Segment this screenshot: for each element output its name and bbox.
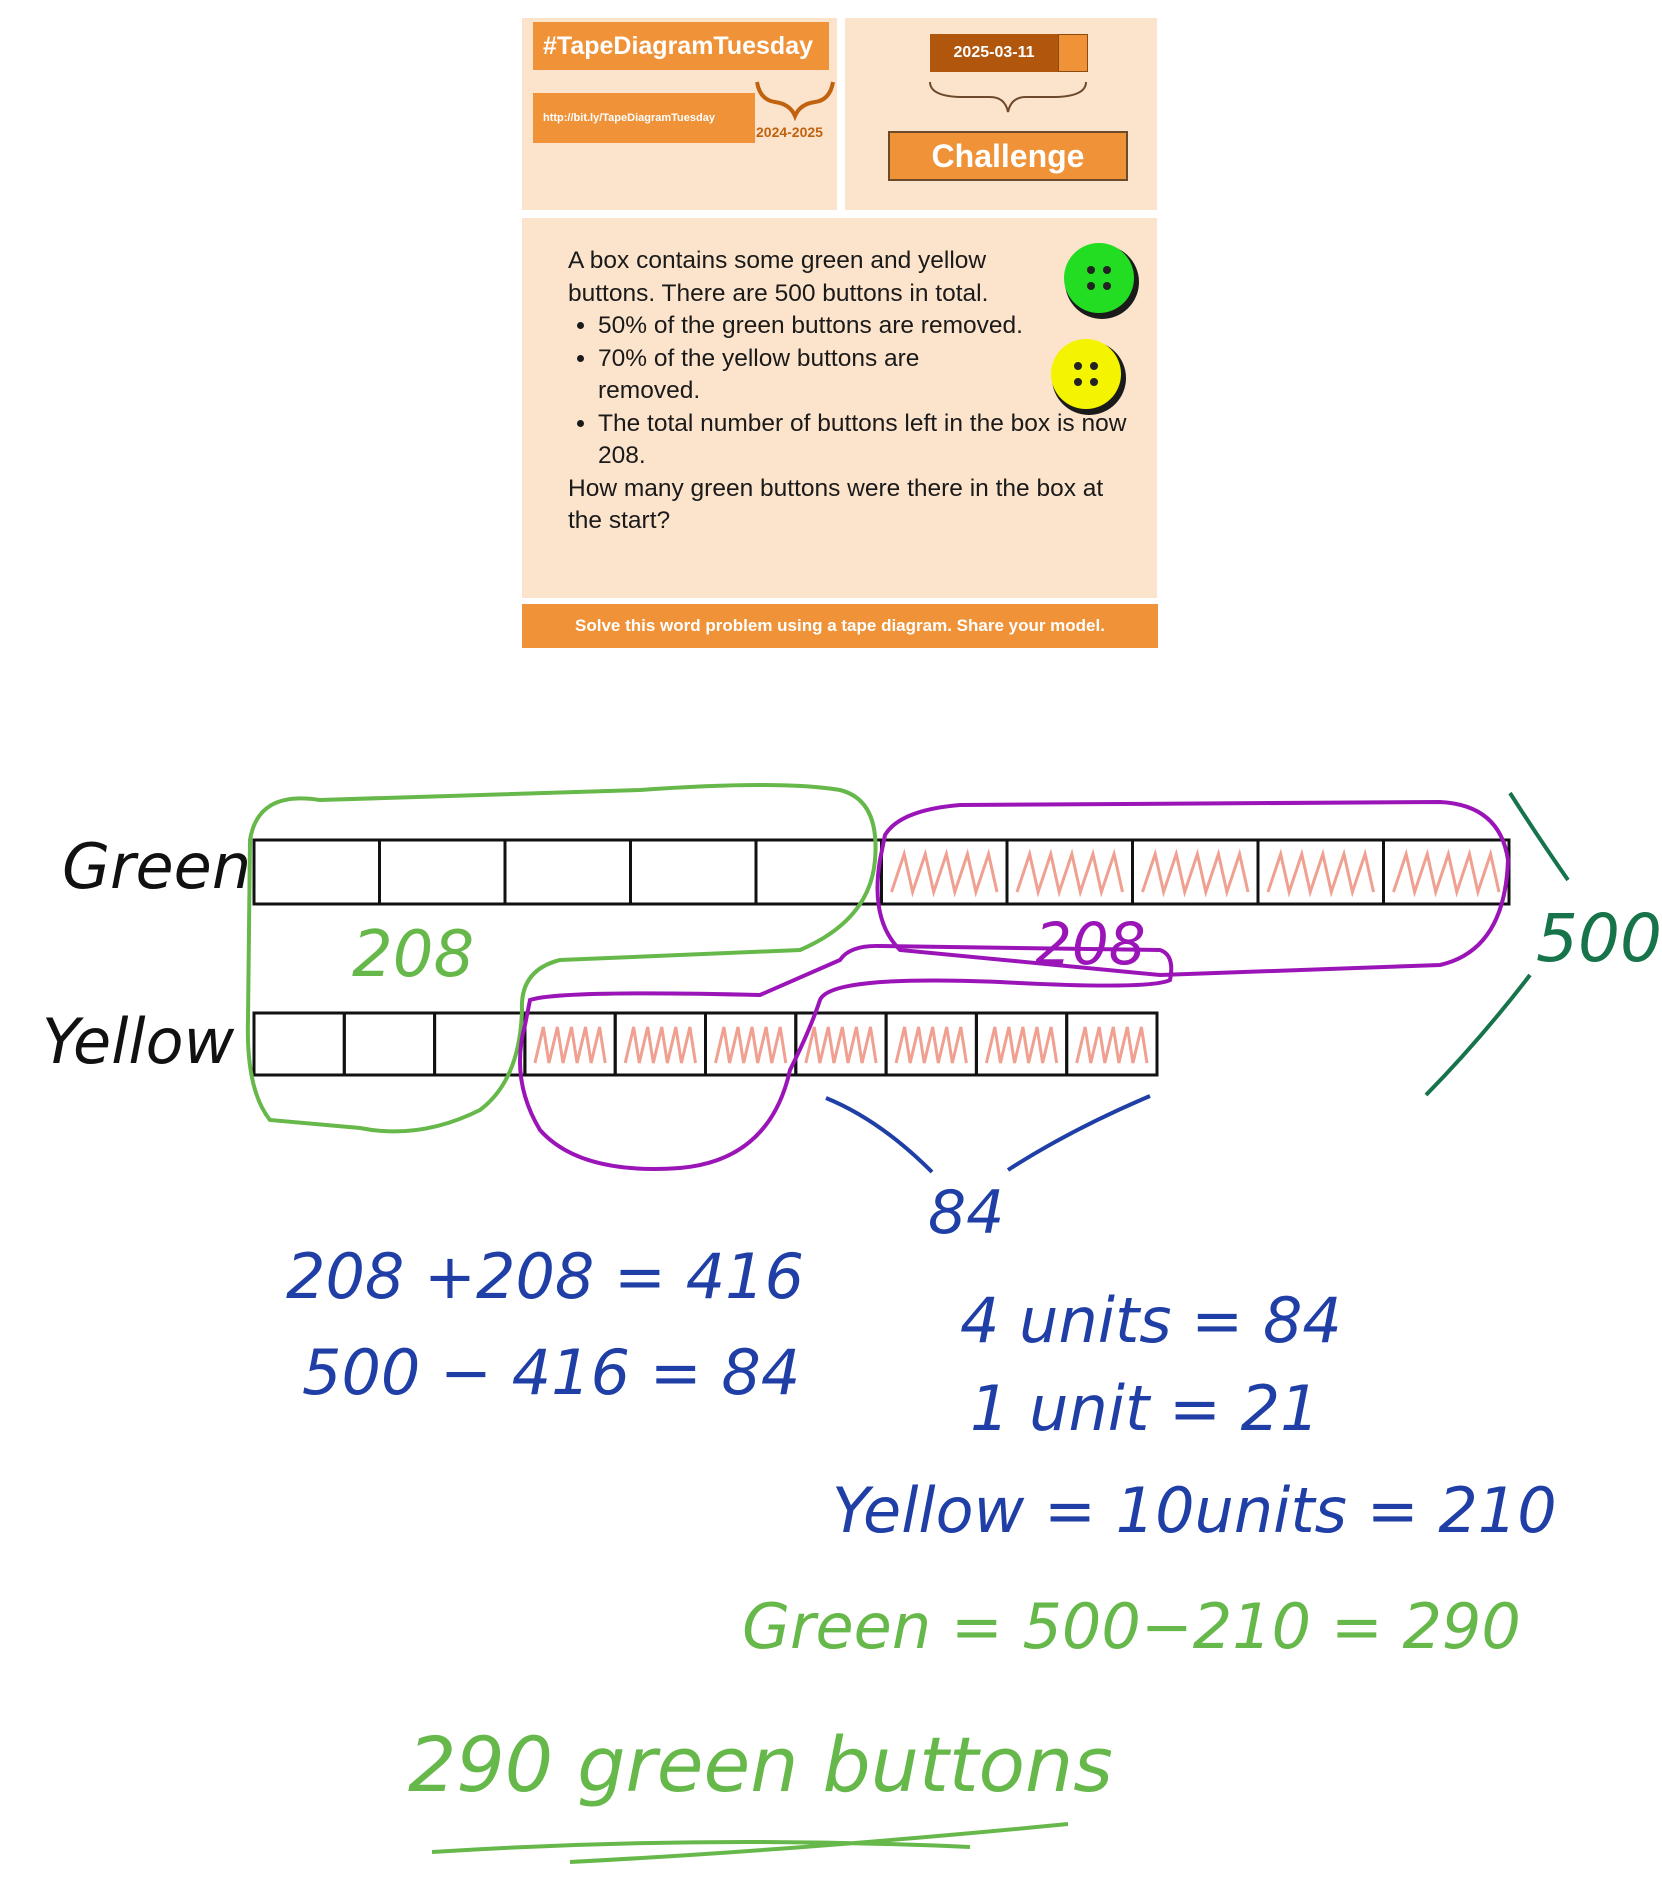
yellow-row-label: Yellow — [42, 1005, 235, 1078]
answer-underline — [431, 1822, 1069, 1864]
removed-hatch — [1075, 1026, 1149, 1064]
removed-hatch — [984, 1026, 1059, 1064]
tape-unit — [1256, 838, 1385, 906]
work-line-1: 208 +208 = 416 — [286, 1240, 805, 1313]
work-line-6: Green = 500−210 = 290 — [742, 1590, 1521, 1663]
instruction-footer: Solve this word problem using a tape dia… — [522, 604, 1158, 648]
bullet-item: 50% of the green buttons are removed. — [598, 310, 1138, 343]
tape-unit — [252, 838, 381, 906]
purple-loop-green — [875, 799, 1511, 978]
tape-unit — [794, 1011, 888, 1077]
hashtag-label: #TapeDiagramTuesday — [533, 22, 829, 70]
bullet-item: The total number of buttons left in the … — [598, 408, 1138, 473]
tape-unit — [433, 1011, 527, 1077]
removed-hatch — [714, 1026, 788, 1064]
challenge-badge: Challenge — [888, 131, 1128, 181]
year-label: 2024-2025 — [756, 124, 823, 140]
tape-unit — [1005, 838, 1134, 906]
label-500: 500 — [1536, 900, 1662, 977]
tape-unit — [974, 1011, 1069, 1077]
tape-unit — [884, 1011, 978, 1077]
removed-hatch — [623, 1026, 697, 1064]
removed-hatch — [1015, 848, 1124, 898]
green-row-label: Green — [62, 830, 252, 903]
problem-question: How many green buttons were there in the… — [568, 474, 1104, 535]
tape-unit — [503, 838, 632, 906]
tape-unit — [378, 838, 507, 906]
problem-bullets: 50% of the green buttons are removed. 70… — [568, 310, 1138, 473]
work-line-3: 4 units = 84 — [960, 1284, 1342, 1357]
tape-unit — [1065, 1011, 1159, 1077]
problem-text: A box contains some green and yellow but… — [568, 245, 1138, 538]
bracket-500-top — [1508, 791, 1570, 882]
tape-unit — [613, 1011, 708, 1077]
tape-unit — [1382, 838, 1511, 906]
green-loop — [245, 783, 878, 1134]
removed-hatch — [890, 848, 999, 898]
tape-unit — [704, 1011, 798, 1077]
tape-unit — [252, 1011, 346, 1077]
tape-unit — [880, 838, 1009, 906]
work-line-2: 500 − 416 = 84 — [302, 1336, 801, 1409]
date-tag-tail — [1058, 34, 1088, 72]
green-tape — [252, 838, 1511, 906]
removed-hatch — [804, 1026, 878, 1064]
tape-unit — [754, 838, 883, 906]
work-line-5: Yellow = 10units = 210 — [832, 1474, 1557, 1547]
label-208-purple: 208 — [1035, 910, 1146, 978]
tape-unit — [523, 1011, 617, 1077]
date-tag: 2025-03-11 — [930, 34, 1058, 72]
label-84: 84 — [928, 1178, 1005, 1248]
tape-unit — [629, 838, 758, 906]
removed-hatch — [533, 1026, 607, 1064]
bracket-500-bottom — [1424, 973, 1532, 1097]
final-answer: 290 green buttons — [408, 1720, 1113, 1809]
link-label[interactable]: http://bit.ly/TapeDiagramTuesday — [533, 93, 755, 143]
removed-hatch — [894, 1026, 968, 1064]
removed-hatch — [1392, 848, 1501, 898]
purple-loop-yellow — [518, 943, 1174, 1171]
work-line-4: 1 unit = 21 — [970, 1372, 1320, 1445]
yellow-tape — [252, 1011, 1159, 1077]
label-208-green: 208 — [352, 918, 475, 992]
removed-hatch — [1141, 848, 1250, 898]
tape-unit — [1131, 838, 1260, 906]
brace-84 — [825, 1094, 1151, 1174]
tape-unit — [342, 1011, 437, 1077]
problem-intro: A box contains some green and yellow but… — [568, 247, 989, 307]
removed-hatch — [1266, 848, 1375, 898]
bullet-item: 70% of the yellow buttons are removed. — [598, 343, 978, 408]
